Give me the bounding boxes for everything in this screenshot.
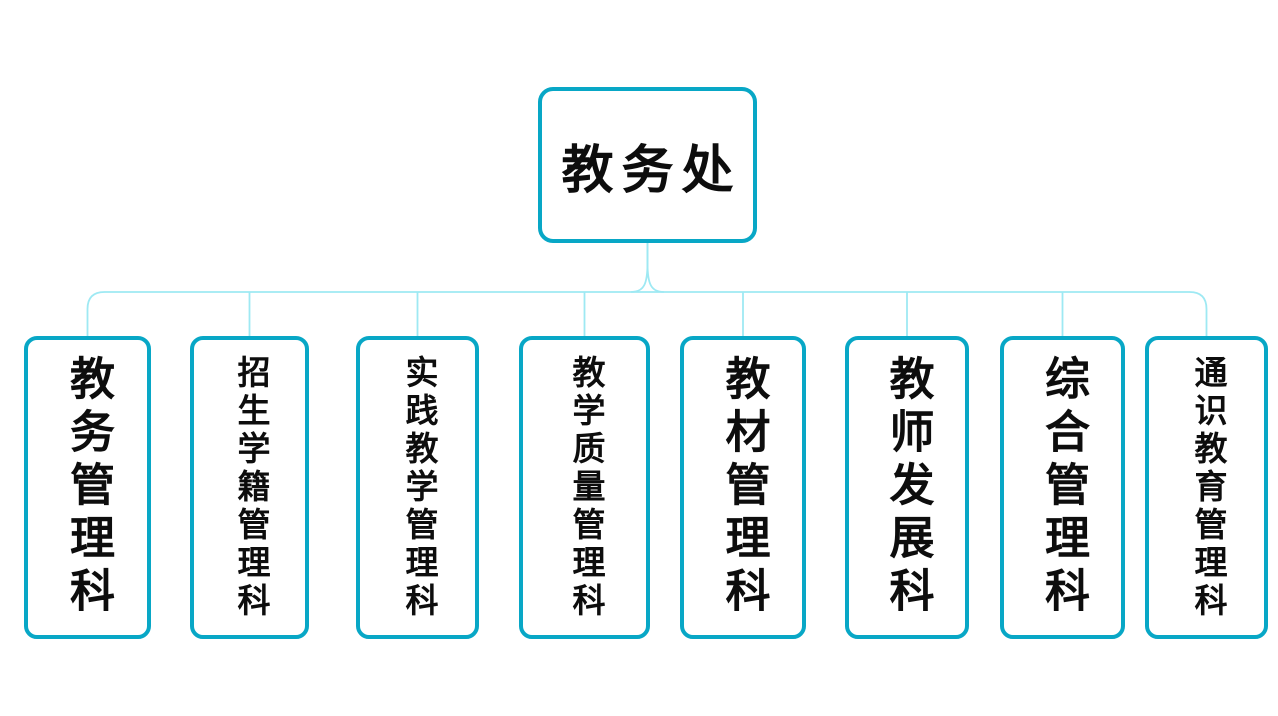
org-node-dept-1-label: 教务管理科	[63, 355, 113, 620]
trunk-line-right-flare	[646, 243, 665, 293]
org-node-dept-6: 教师发展科	[845, 336, 969, 639]
org-node-dept-7-label: 综合管理科	[1038, 355, 1088, 620]
org-node-dept-2: 招生学籍管理科	[190, 336, 309, 639]
trunk-line-left-flare	[630, 243, 649, 293]
org-node-dept-3: 实践教学管理科	[356, 336, 479, 639]
org-node-dept-2-label: 招生学籍管理科	[232, 354, 268, 621]
org-node-dept-6-label: 教师发展科	[882, 355, 933, 620]
org-node-dept-4: 教学质量管理科	[519, 336, 650, 639]
org-node-dept-8: 通识教育管理科	[1145, 336, 1268, 639]
org-node-dept-7: 综合管理科	[1000, 336, 1125, 639]
org-node-dept-3-label: 实践教学管理科	[400, 354, 436, 621]
org-node-root: 教务处	[538, 87, 757, 243]
org-node-dept-5: 教材管理科	[680, 336, 806, 639]
horizontal-rail	[86, 291, 1208, 337]
org-node-dept-8-label: 通识教育管理科	[1189, 354, 1225, 621]
org-node-dept-1: 教务管理科	[24, 336, 151, 639]
org-node-dept-5-label: 教材管理科	[718, 355, 769, 620]
org-node-root-label: 教务处	[561, 142, 742, 200]
org-node-dept-4-label: 教学质量管理科	[567, 354, 603, 621]
